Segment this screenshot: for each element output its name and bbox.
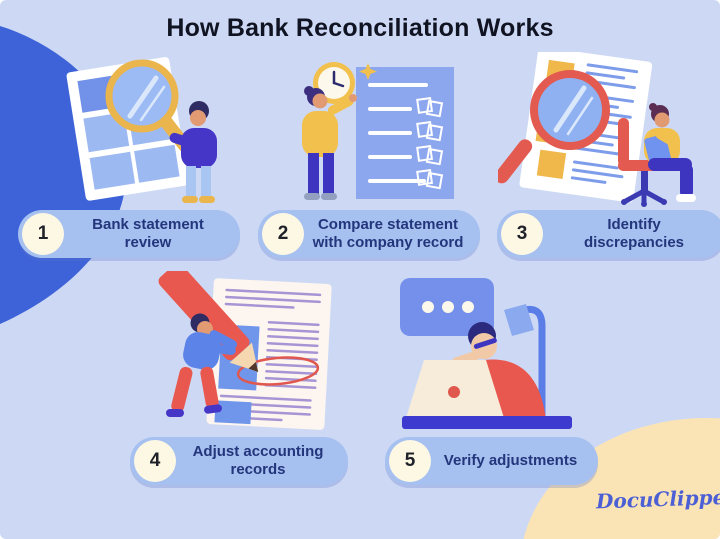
step-3-illustration-magnifier-report-chair: [498, 52, 696, 207]
step-4-number-badge: 4: [134, 440, 176, 482]
step-5-illustration-desk-laptop-speech-bubble: [400, 278, 572, 429]
step-4-pill: 4 Adjust accounting records: [130, 437, 348, 485]
step-4-illustration-giant-pencil-document: [158, 271, 332, 430]
page-title: How Bank Reconciliation Works: [166, 14, 554, 42]
step-3-pill: 3 Identify discrepancies: [497, 210, 720, 258]
step-3-label: Identify discrepancies: [583, 216, 685, 251]
step-1-illustration-magnifier-bank-statement: [66, 57, 217, 203]
step-1-label: Bank statement review: [92, 216, 204, 251]
step-1-number-badge: 1: [22, 213, 64, 255]
step-4-label: Adjust accounting records: [192, 443, 324, 478]
step-3-number-badge: 3: [501, 213, 543, 255]
step-5-label: Verify adjustments: [443, 452, 578, 470]
docuclipper-logo: DocuClipper: [595, 484, 720, 514]
step-5-number-badge: 5: [389, 440, 431, 482]
step-2-label: Compare statement with company record: [312, 216, 464, 251]
step-1-pill: 1 Bank statement review: [18, 210, 240, 258]
step-2-illustration-checklist-clock: [302, 62, 454, 200]
step-5-pill: 5 Verify adjustments: [385, 437, 598, 485]
step-2-number-badge: 2: [262, 213, 304, 255]
step-2-pill: 2 Compare statement with company record: [258, 210, 480, 258]
